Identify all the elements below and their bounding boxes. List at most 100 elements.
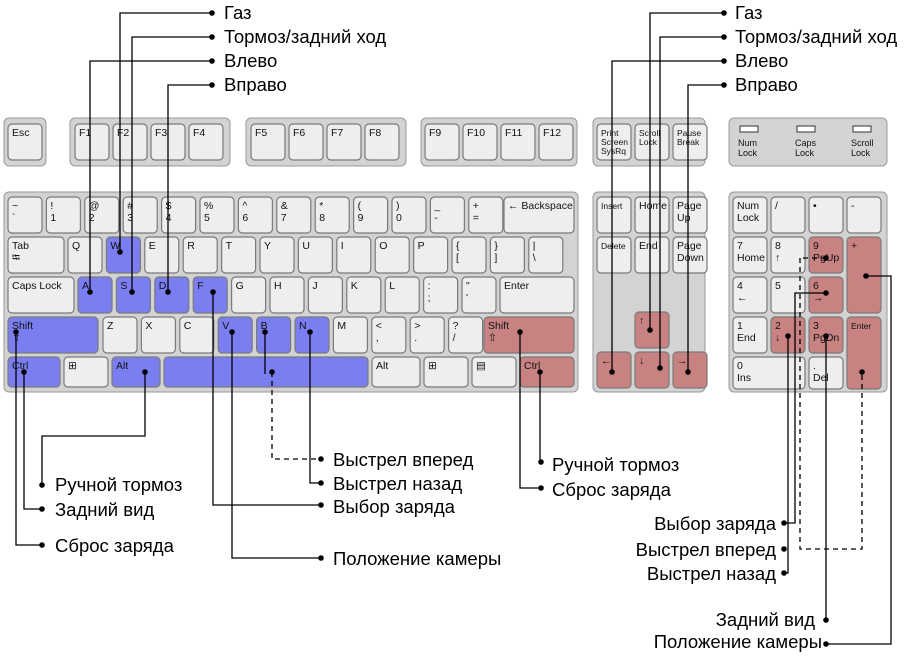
key-label: 5 (775, 280, 781, 292)
key-label: {[ (456, 240, 460, 264)
key-n8: 8↑ (770, 236, 806, 274)
key-label: → (677, 355, 688, 367)
leader-gas-right (649, 12, 724, 330)
key-label: F7 (331, 127, 343, 139)
key-k1: !1 (45, 196, 82, 234)
key-label: ▤ (476, 360, 486, 372)
key-cap (846, 316, 882, 390)
key-cap (112, 123, 148, 161)
key-label: B (261, 320, 268, 332)
key-p: P (413, 236, 449, 274)
key-label: F11 (505, 127, 522, 139)
key-cap (199, 196, 235, 234)
leader-dot (781, 520, 787, 526)
label-left-right: Влево (735, 50, 789, 71)
key-label: F1 (79, 127, 91, 139)
leader-dot (318, 502, 324, 508)
leader-dot (823, 333, 829, 339)
key-cap (462, 123, 498, 161)
leader-left-left (89, 60, 212, 292)
key-cap (346, 276, 382, 314)
key-cap (672, 236, 708, 274)
key-backspace: ← Backspace (503, 196, 575, 234)
key-f9: F9 (424, 123, 460, 161)
key-cap (332, 316, 368, 354)
key-label: _- (433, 200, 440, 224)
leader-dot (269, 369, 275, 375)
label-rearview-right: Задний вид (715, 609, 815, 630)
key-label: F10 (467, 127, 485, 139)
key-cap (314, 196, 350, 234)
key-v: V (217, 316, 253, 354)
key-label: V (222, 320, 229, 332)
key-cap (77, 276, 113, 314)
key-k5: %5 (199, 196, 235, 234)
key-cap (7, 236, 65, 274)
key-h: H (269, 276, 305, 314)
key-label: >. (414, 320, 420, 344)
key-f2: F2 (112, 123, 148, 161)
key-k8: *8 (314, 196, 350, 234)
leader-gas-left (119, 12, 212, 252)
key-cap (384, 276, 420, 314)
key-f1: F1 (74, 123, 110, 161)
label-left-left: Влево (224, 50, 278, 71)
key-esc: Esc (7, 123, 43, 161)
key-label: !1 (50, 200, 56, 224)
key-label: F6 (293, 127, 305, 139)
key-cap (596, 123, 632, 161)
key-label: Caps Lock (12, 280, 62, 292)
leader-dot (823, 617, 829, 623)
leader-reset-right (519, 332, 541, 489)
key-label: - (851, 200, 855, 212)
key-cap (596, 236, 632, 274)
key-cap (461, 276, 497, 314)
key-cap (423, 276, 459, 314)
key-label: |\ (533, 240, 536, 264)
leader-dot (318, 456, 324, 462)
key-cap (471, 356, 517, 388)
key-cap (732, 236, 768, 274)
leader-dot (21, 369, 27, 375)
leader-dot (517, 329, 523, 335)
key-b: B (256, 316, 292, 354)
key-label: G (236, 280, 244, 292)
key-cap (7, 276, 75, 314)
key-lshift: Shift⇧ (7, 316, 99, 354)
key-k0: )0 (391, 196, 427, 234)
key-cap (144, 236, 180, 274)
key-s: S (115, 276, 152, 314)
key-k4: $4 (161, 196, 197, 234)
leader-lines (15, 12, 892, 645)
leader-dot (538, 485, 544, 491)
key-label: W (110, 240, 120, 252)
key-right: → (672, 351, 708, 389)
key-n5: 5 (770, 276, 806, 314)
key-cap (294, 316, 330, 354)
leader-dot (721, 10, 727, 16)
key-space (163, 356, 369, 388)
key-minus: _- (429, 196, 465, 234)
key-x: X (140, 316, 176, 354)
key-cap (7, 316, 99, 354)
key-down: ↓ (634, 351, 670, 389)
key-label: F (197, 280, 203, 292)
leader-dot (262, 329, 268, 335)
key-label: Home (639, 200, 667, 212)
key-a: A (77, 276, 113, 314)
leader-dot (142, 369, 148, 375)
key-k9: (9 (353, 196, 389, 234)
leader-dot (229, 329, 235, 335)
leader-handbrake-left (41, 372, 146, 485)
key-label: Enter (504, 280, 530, 292)
key-insert: Insert (596, 196, 632, 234)
key-cap (770, 276, 806, 314)
